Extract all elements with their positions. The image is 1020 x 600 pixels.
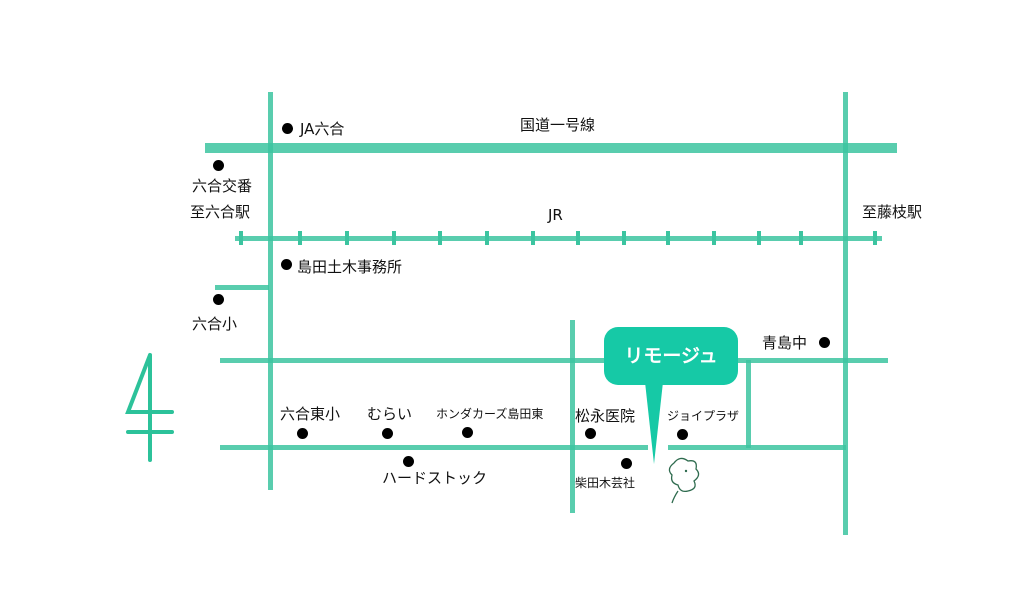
road-short-west — [215, 285, 269, 290]
marker-shimada-doboku — [281, 259, 292, 270]
road-route1 — [205, 143, 897, 153]
railway-tick — [712, 231, 716, 245]
label-murai: むらい — [367, 405, 413, 423]
marker-joy-plaza — [677, 429, 688, 440]
label-joy-plaza: ジョイプラザ — [667, 409, 740, 423]
railway-tick — [757, 231, 761, 245]
marker-rokugo-koban — [213, 160, 224, 171]
railway-tick — [392, 231, 396, 245]
railway-tick — [438, 231, 442, 245]
marker-aoshima-chu — [819, 337, 830, 348]
direction-fujieda-station: 至藤枝駅 — [862, 203, 923, 221]
destination-bubble[interactable]: リモージュ — [604, 327, 738, 385]
label-shibata-mokugeisha: 柴田木芸社 — [575, 476, 636, 490]
road-west-vertical — [268, 92, 273, 490]
label-rokugo-koban: 六合交番 — [192, 177, 253, 195]
road-label-jr: JR — [548, 206, 563, 224]
marker-rokugo-higashi-sho — [297, 428, 308, 439]
railway-tick — [873, 231, 877, 245]
marker-hard-stock — [403, 456, 414, 467]
label-honda-cars: ホンダカーズ島田東 — [436, 407, 544, 421]
marker-murai — [382, 428, 393, 439]
marker-shibata-mokugeisha — [621, 458, 632, 469]
railway-tick — [298, 231, 302, 245]
road-south-east — [668, 445, 846, 450]
railway-tick — [576, 231, 580, 245]
label-rokugo-sho: 六合小 — [192, 315, 238, 333]
marker-rokugo-sho — [213, 294, 224, 305]
railway-tick — [799, 231, 803, 245]
railway-tick — [345, 231, 349, 245]
marker-matsunaga-clinic — [585, 428, 596, 439]
marker-ja-rokugo — [282, 123, 293, 134]
railway-jr — [235, 236, 882, 241]
north-arrow-icon — [125, 353, 174, 462]
label-matsunaga-clinic: 松永医院 — [575, 407, 636, 425]
label-ja-rokugo: JA六合 — [300, 120, 345, 138]
railway-tick — [666, 231, 670, 245]
label-aoshima-chu: 青島中 — [762, 334, 808, 352]
railway-tick — [239, 231, 243, 245]
road-east-vertical — [843, 92, 848, 535]
label-rokugo-higashi-sho: 六合東小 — [280, 405, 341, 423]
marker-honda-cars — [462, 427, 473, 438]
destination-pointer — [645, 382, 663, 464]
road-center-vertical — [570, 320, 575, 513]
label-hard-stock: ハードストック — [382, 469, 488, 487]
railway-tick — [622, 231, 626, 245]
label-shimada-doboku: 島田土木事務所 — [297, 258, 403, 276]
direction-rokugo-station: 至六合駅 — [190, 203, 251, 221]
road-south-west — [220, 445, 648, 450]
road-joy-vertical — [746, 360, 751, 448]
railway-tick — [531, 231, 535, 245]
shop-mascot-icon — [668, 457, 700, 504]
road-label-route1: 国道一号線 — [520, 116, 596, 134]
road-middle — [220, 358, 888, 363]
railway-tick — [485, 231, 489, 245]
